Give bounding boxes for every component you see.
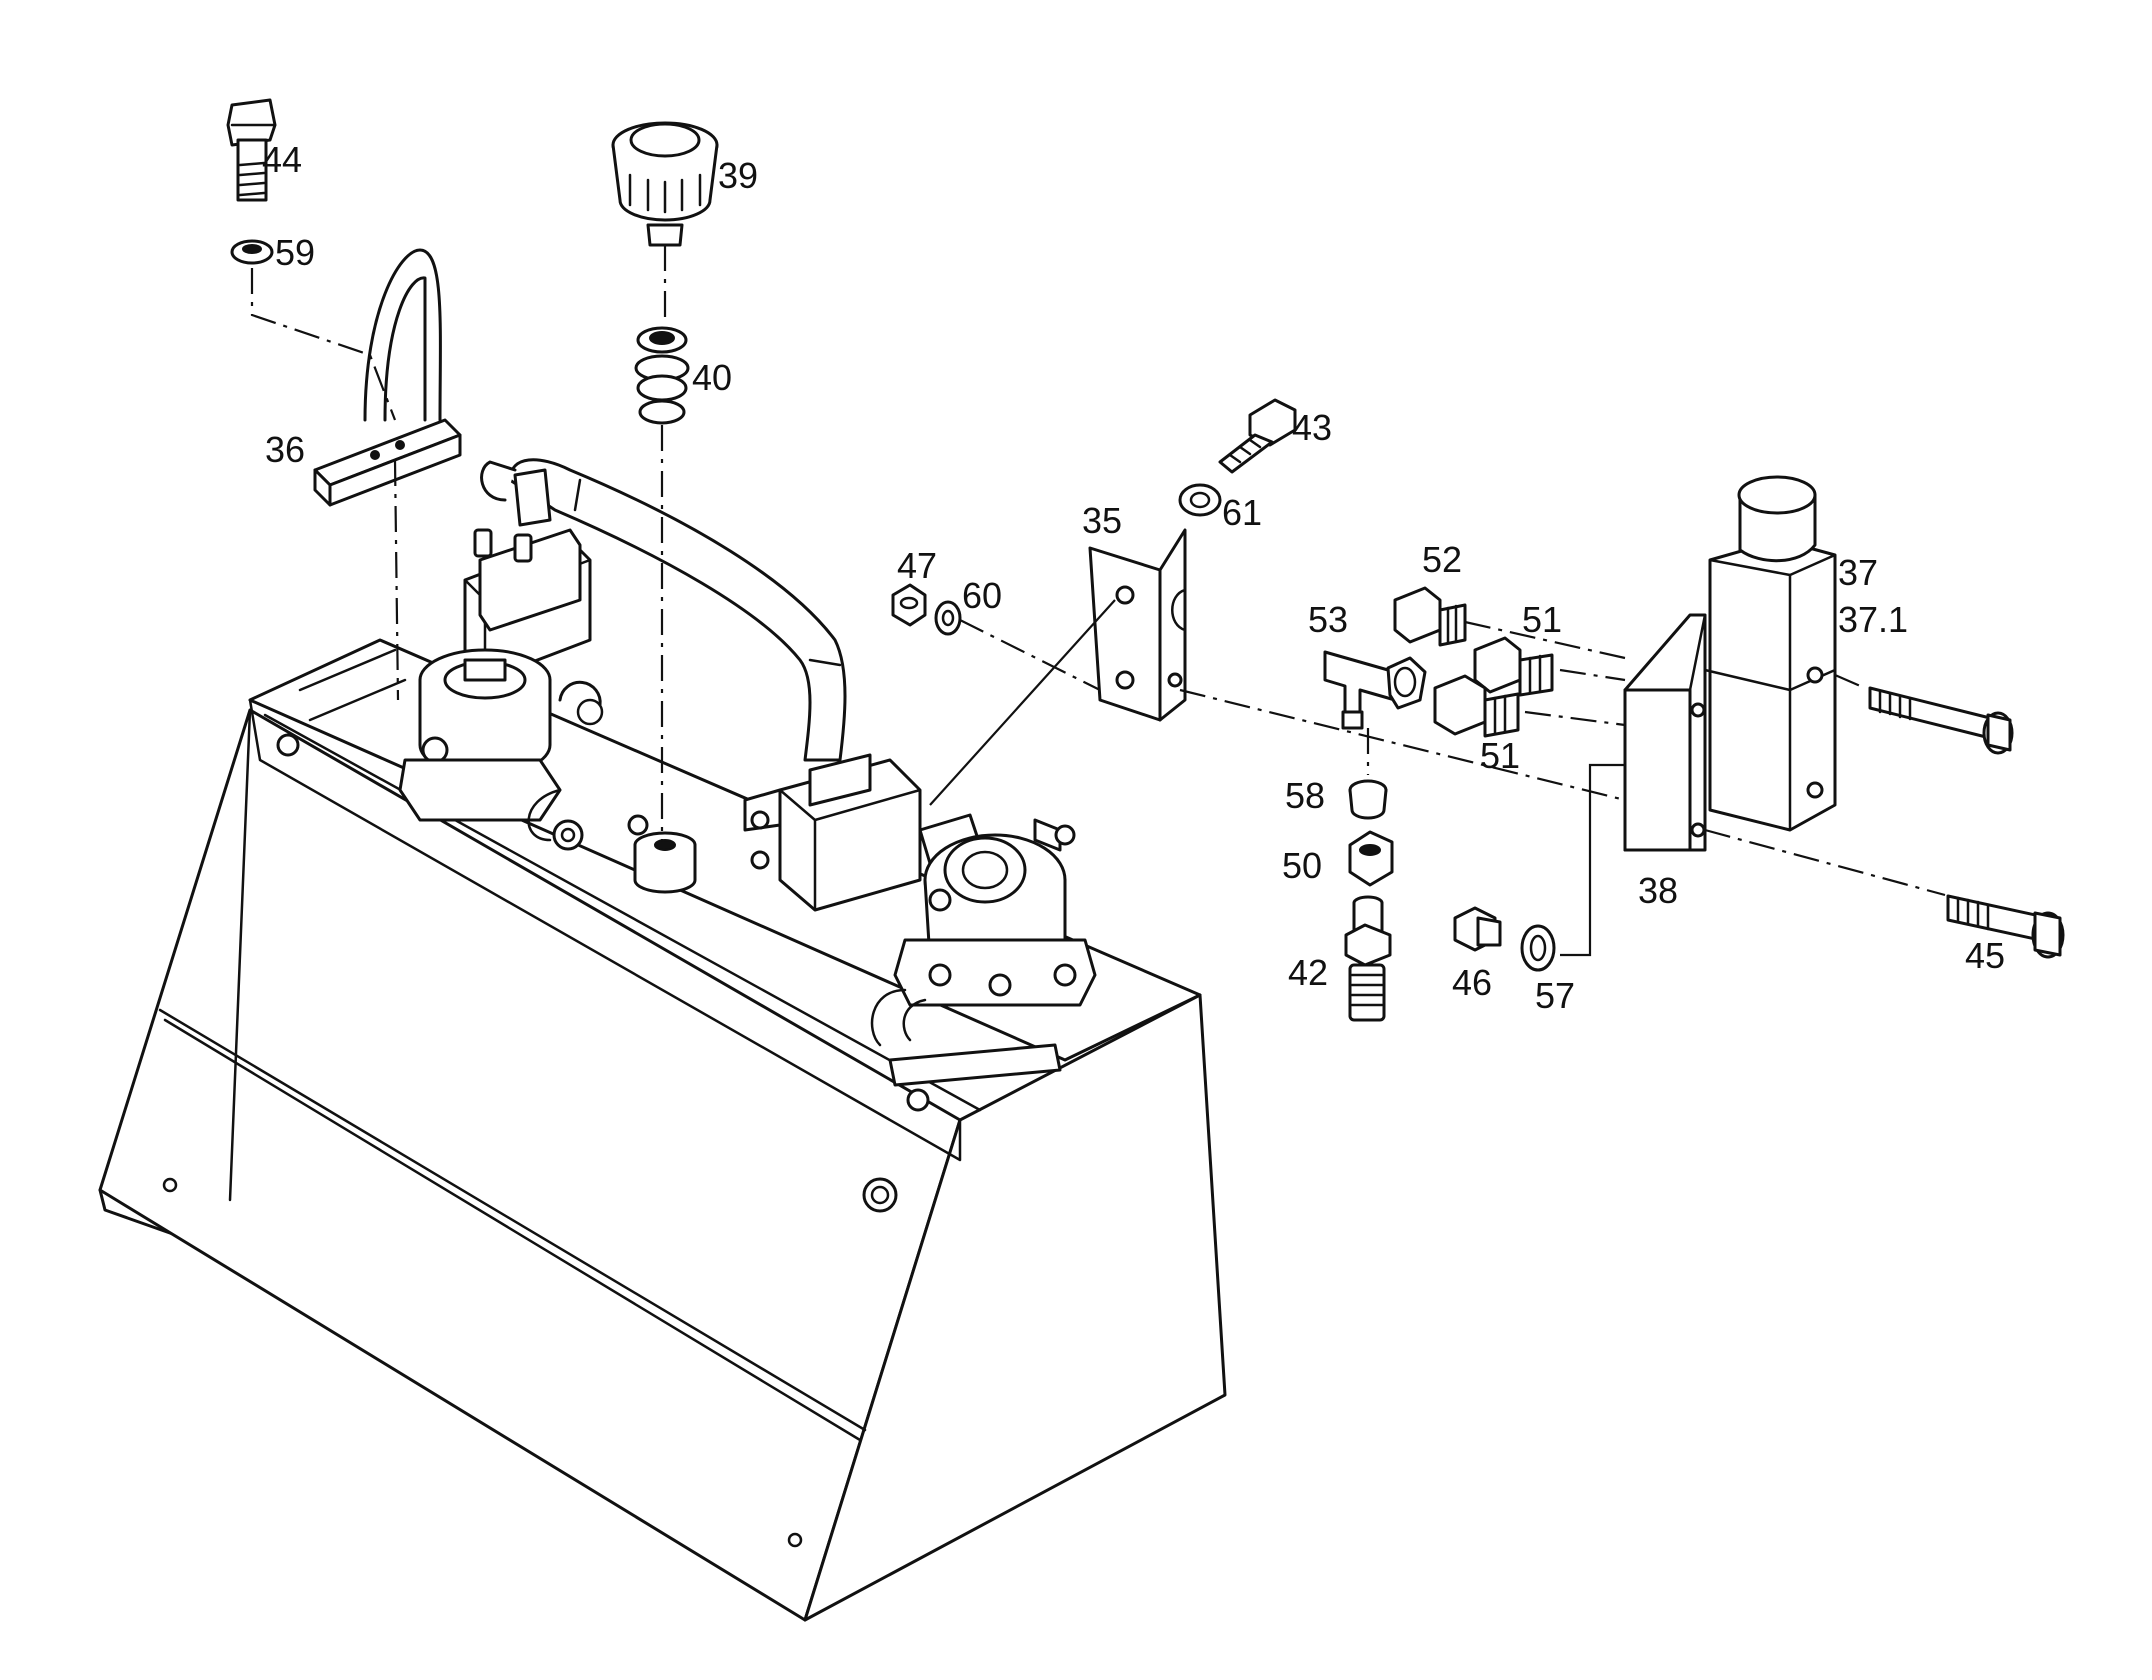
part-59-washer [230, 239, 274, 265]
part-58-cutting-ring [1348, 779, 1388, 820]
hydraulic-tank [98, 638, 1227, 1622]
callout-43: 43 [1292, 407, 1332, 448]
cap-screw-upper [1868, 686, 2014, 755]
callout-57: 57 [1535, 975, 1575, 1016]
part-53-tee-fitting [1323, 650, 1427, 730]
part-46-plug [1453, 906, 1502, 952]
part-39-breather-cap [611, 121, 719, 247]
part-60-washer [934, 600, 962, 636]
part-61-washer [1178, 483, 1222, 517]
callout-58: 58 [1285, 775, 1325, 816]
callout-60: 60 [962, 575, 1002, 616]
callout-51-lower: 51 [1480, 735, 1520, 776]
part-38-valve-body [1623, 613, 1707, 852]
part-40-seal-set [634, 326, 690, 425]
callout-35: 35 [1082, 500, 1122, 541]
part-47-nut [891, 583, 927, 627]
callout-61: 61 [1222, 492, 1262, 533]
callout-36: 36 [265, 429, 305, 470]
part-44-bolt [226, 98, 277, 202]
part-43-bolt [1218, 398, 1297, 474]
callout-46: 46 [1452, 962, 1492, 1003]
callout-37: 37 [1838, 552, 1878, 593]
callout-51-upper: 51 [1522, 599, 1562, 640]
callout-42: 42 [1288, 952, 1328, 993]
callout-labels: 44 59 39 40 36 43 61 35 47 60 52 51 53 5… [262, 139, 2005, 1016]
callout-59: 59 [275, 232, 315, 273]
callout-39: 39 [718, 155, 758, 196]
part-36-handle [313, 248, 462, 507]
part-35-mounting-bracket [1088, 528, 1187, 722]
callout-37-1: 37.1 [1838, 599, 1908, 640]
callout-53: 53 [1308, 599, 1348, 640]
assembly-lines [250, 245, 1946, 957]
part-51-fitting-upper [1473, 636, 1554, 697]
callout-40: 40 [692, 357, 732, 398]
part-42-screw-fitting [1344, 895, 1392, 1022]
part-45-cap-screw [1946, 894, 2065, 959]
part-50-union-nut [1348, 830, 1394, 887]
callout-38: 38 [1638, 870, 1678, 911]
callout-45: 45 [1965, 935, 2005, 976]
callout-50: 50 [1282, 845, 1322, 886]
part-37-solenoid-valve [1703, 475, 1837, 832]
callout-44: 44 [262, 139, 302, 180]
part-51-fitting-lower [1433, 674, 1520, 738]
part-52-fitting [1393, 586, 1467, 647]
part-57-seal-ring [1520, 924, 1556, 972]
callout-47: 47 [897, 545, 937, 586]
pump-assembly [398, 458, 1097, 1047]
callout-52: 52 [1422, 539, 1462, 580]
